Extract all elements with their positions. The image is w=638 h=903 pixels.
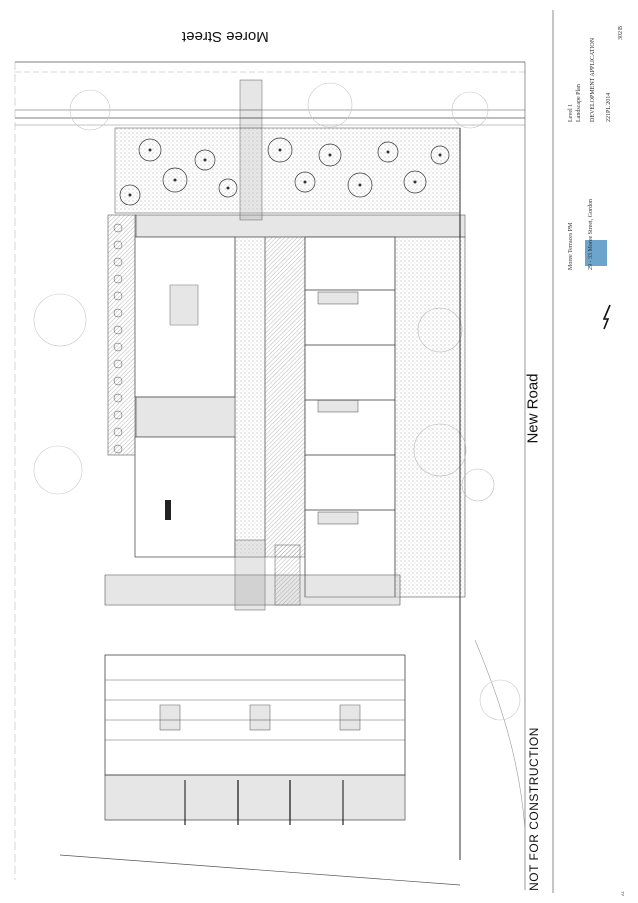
north-arrow-icon (602, 304, 611, 330)
left-boundary-hedge (107, 214, 137, 456)
front-garden-canopy (114, 127, 461, 214)
title-status: DEVELOPMENT APPLICATION (590, 37, 596, 122)
site-boundary (14, 62, 526, 890)
title-sheet-number: 302 (618, 31, 624, 40)
lower-terraces (104, 654, 406, 825)
title-drawing: Landscape Plan (576, 84, 582, 122)
street-label-new-road: New Road (524, 373, 542, 444)
consultant-logo (585, 240, 607, 266)
sheet-size: A1 (620, 891, 625, 896)
existing-tree-marks (33, 82, 521, 721)
entry-paving (104, 539, 401, 611)
title-address: 29 - 33 Moree Street, Gordon (588, 199, 594, 270)
title-job-number: 221PL 2014 (606, 92, 612, 122)
title-block (552, 10, 611, 893)
title-level: Level 1 (568, 103, 574, 122)
street-label-moree: Moree Street (182, 28, 269, 45)
title-revision: B (618, 25, 624, 30)
central-courtyard (134, 214, 495, 598)
title-client: Moree Terraces PM (568, 222, 574, 270)
not-for-construction-stamp: NOT FOR CONSTRUCTION (526, 727, 541, 891)
